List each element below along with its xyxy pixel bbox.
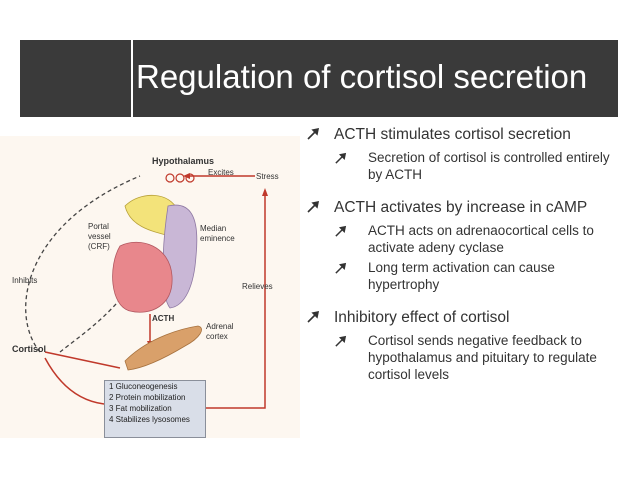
pushpin-arrow-icon [335,225,347,237]
sub-bullet-item: Secretion of cortisol is controlled enti… [306,149,624,183]
pushpin-arrow-icon [335,262,347,274]
adrenal-cortex [124,325,202,371]
sub-bullet-item: Long term activation can cause hypertrop… [306,259,624,293]
label-excites: Excites [208,168,234,177]
diagram-art [25,173,268,409]
cortisol-regulation-diagram: Hypothalamus Excites Stress Portal vesse… [0,136,300,438]
label-cortex: cortex [206,332,228,341]
bullet-item: ACTH activates by increase in cAMP ACTH … [306,197,624,293]
pushpin-arrow-icon [335,335,347,347]
label-median: Median [200,224,227,233]
pushpin-arrow-icon [307,310,320,323]
label-acth: ACTH [152,314,175,323]
label-relieves: Relieves [242,282,273,291]
label-eminence: eminence [200,234,235,243]
bullet-text: ACTH stimulates cortisol secretion [334,126,571,143]
inhibits-loop [25,175,141,353]
pushpin-arrow-icon [335,152,347,164]
bullet-text: ACTH activates by increase in cAMP [334,199,588,216]
sub-bullet-item: Cortisol sends negative feedback to hypo… [306,332,624,383]
bullet-text: Inhibitory effect of cortisol [334,309,510,326]
pushpin-arrow-icon [307,127,320,140]
title-bar [20,40,618,117]
title-divider [131,40,133,117]
sub-bullet-text: Long term activation can cause hypertrop… [368,260,555,292]
label-cortisol: Cortisol [12,344,47,354]
slide-top-margin [0,0,638,40]
sub-bullet-item: ACTH acts on adrenaocortical cells to ac… [306,222,624,256]
function-item: 2 Protein mobilization [109,393,186,402]
relieves-arrow [205,196,266,409]
label-hypothalamus: Hypothalamus [152,156,215,166]
function-item: 4 Stabilizes lysosomes [109,415,190,424]
bullet-spacer [306,296,624,307]
bullet-spacer [306,186,624,197]
pushpin-arrow-icon [307,200,320,213]
label-portal-vessel: Portal vessel (CRF) [88,222,111,251]
label-adrenal: Adrenal [206,322,234,331]
cortisol-functions-box: 1 Gluconeogenesis 2 Protein mobilization… [104,380,206,438]
label-inhibits: Inhibits [12,276,38,285]
anterior-pituitary [112,241,173,313]
bullet-list: ACTH stimulates cortisol secretion Secre… [306,124,624,386]
bullet-item: Inhibitory effect of cortisol Cortisol s… [306,307,624,383]
cortisol-to-functions-arrow [44,357,105,405]
label-stress: Stress [256,172,279,181]
sub-bullet-text: ACTH acts on adrenaocortical cells to ac… [368,223,594,255]
function-item: 1 Gluconeogenesis [109,382,178,391]
slide-title: Regulation of cortisol secretion [136,58,588,95]
bullet-item: ACTH stimulates cortisol secretion Secre… [306,124,624,183]
sub-bullet-text: Cortisol sends negative feedback to hypo… [368,333,597,382]
function-item: 3 Fat mobilization [109,404,172,413]
sub-bullet-text: Secretion of cortisol is controlled enti… [368,150,610,182]
